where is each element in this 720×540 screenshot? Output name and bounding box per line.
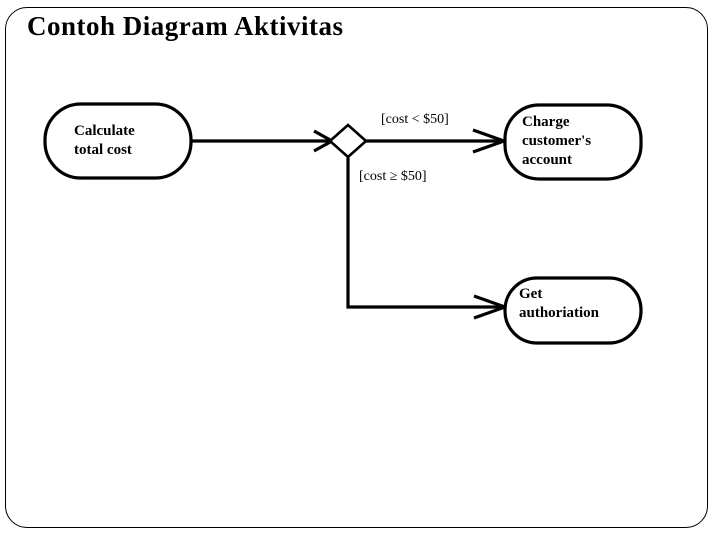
node-label-calculate-total-cost: Calculate total cost: [74, 123, 135, 158]
edge-guard-cost-less-than: [cost < $50]: [381, 112, 449, 127]
edge-decision-to-getauth: [346, 157, 504, 309]
node-get-authoriation[interactable]: [503, 276, 643, 345]
node-label-get-authoriation: Get authoriation: [519, 286, 600, 321]
node-charge-customers-account[interactable]: [503, 103, 643, 181]
node-label-charge-customers-account: Charge customer's account: [522, 114, 592, 168]
edge-guard-cost-greater-equal: [cost ≥ $50]: [359, 169, 427, 184]
page-title: Contoh Diagram Aktivitas: [27, 11, 344, 41]
node-decision-diamond[interactable]: [328, 123, 368, 159]
